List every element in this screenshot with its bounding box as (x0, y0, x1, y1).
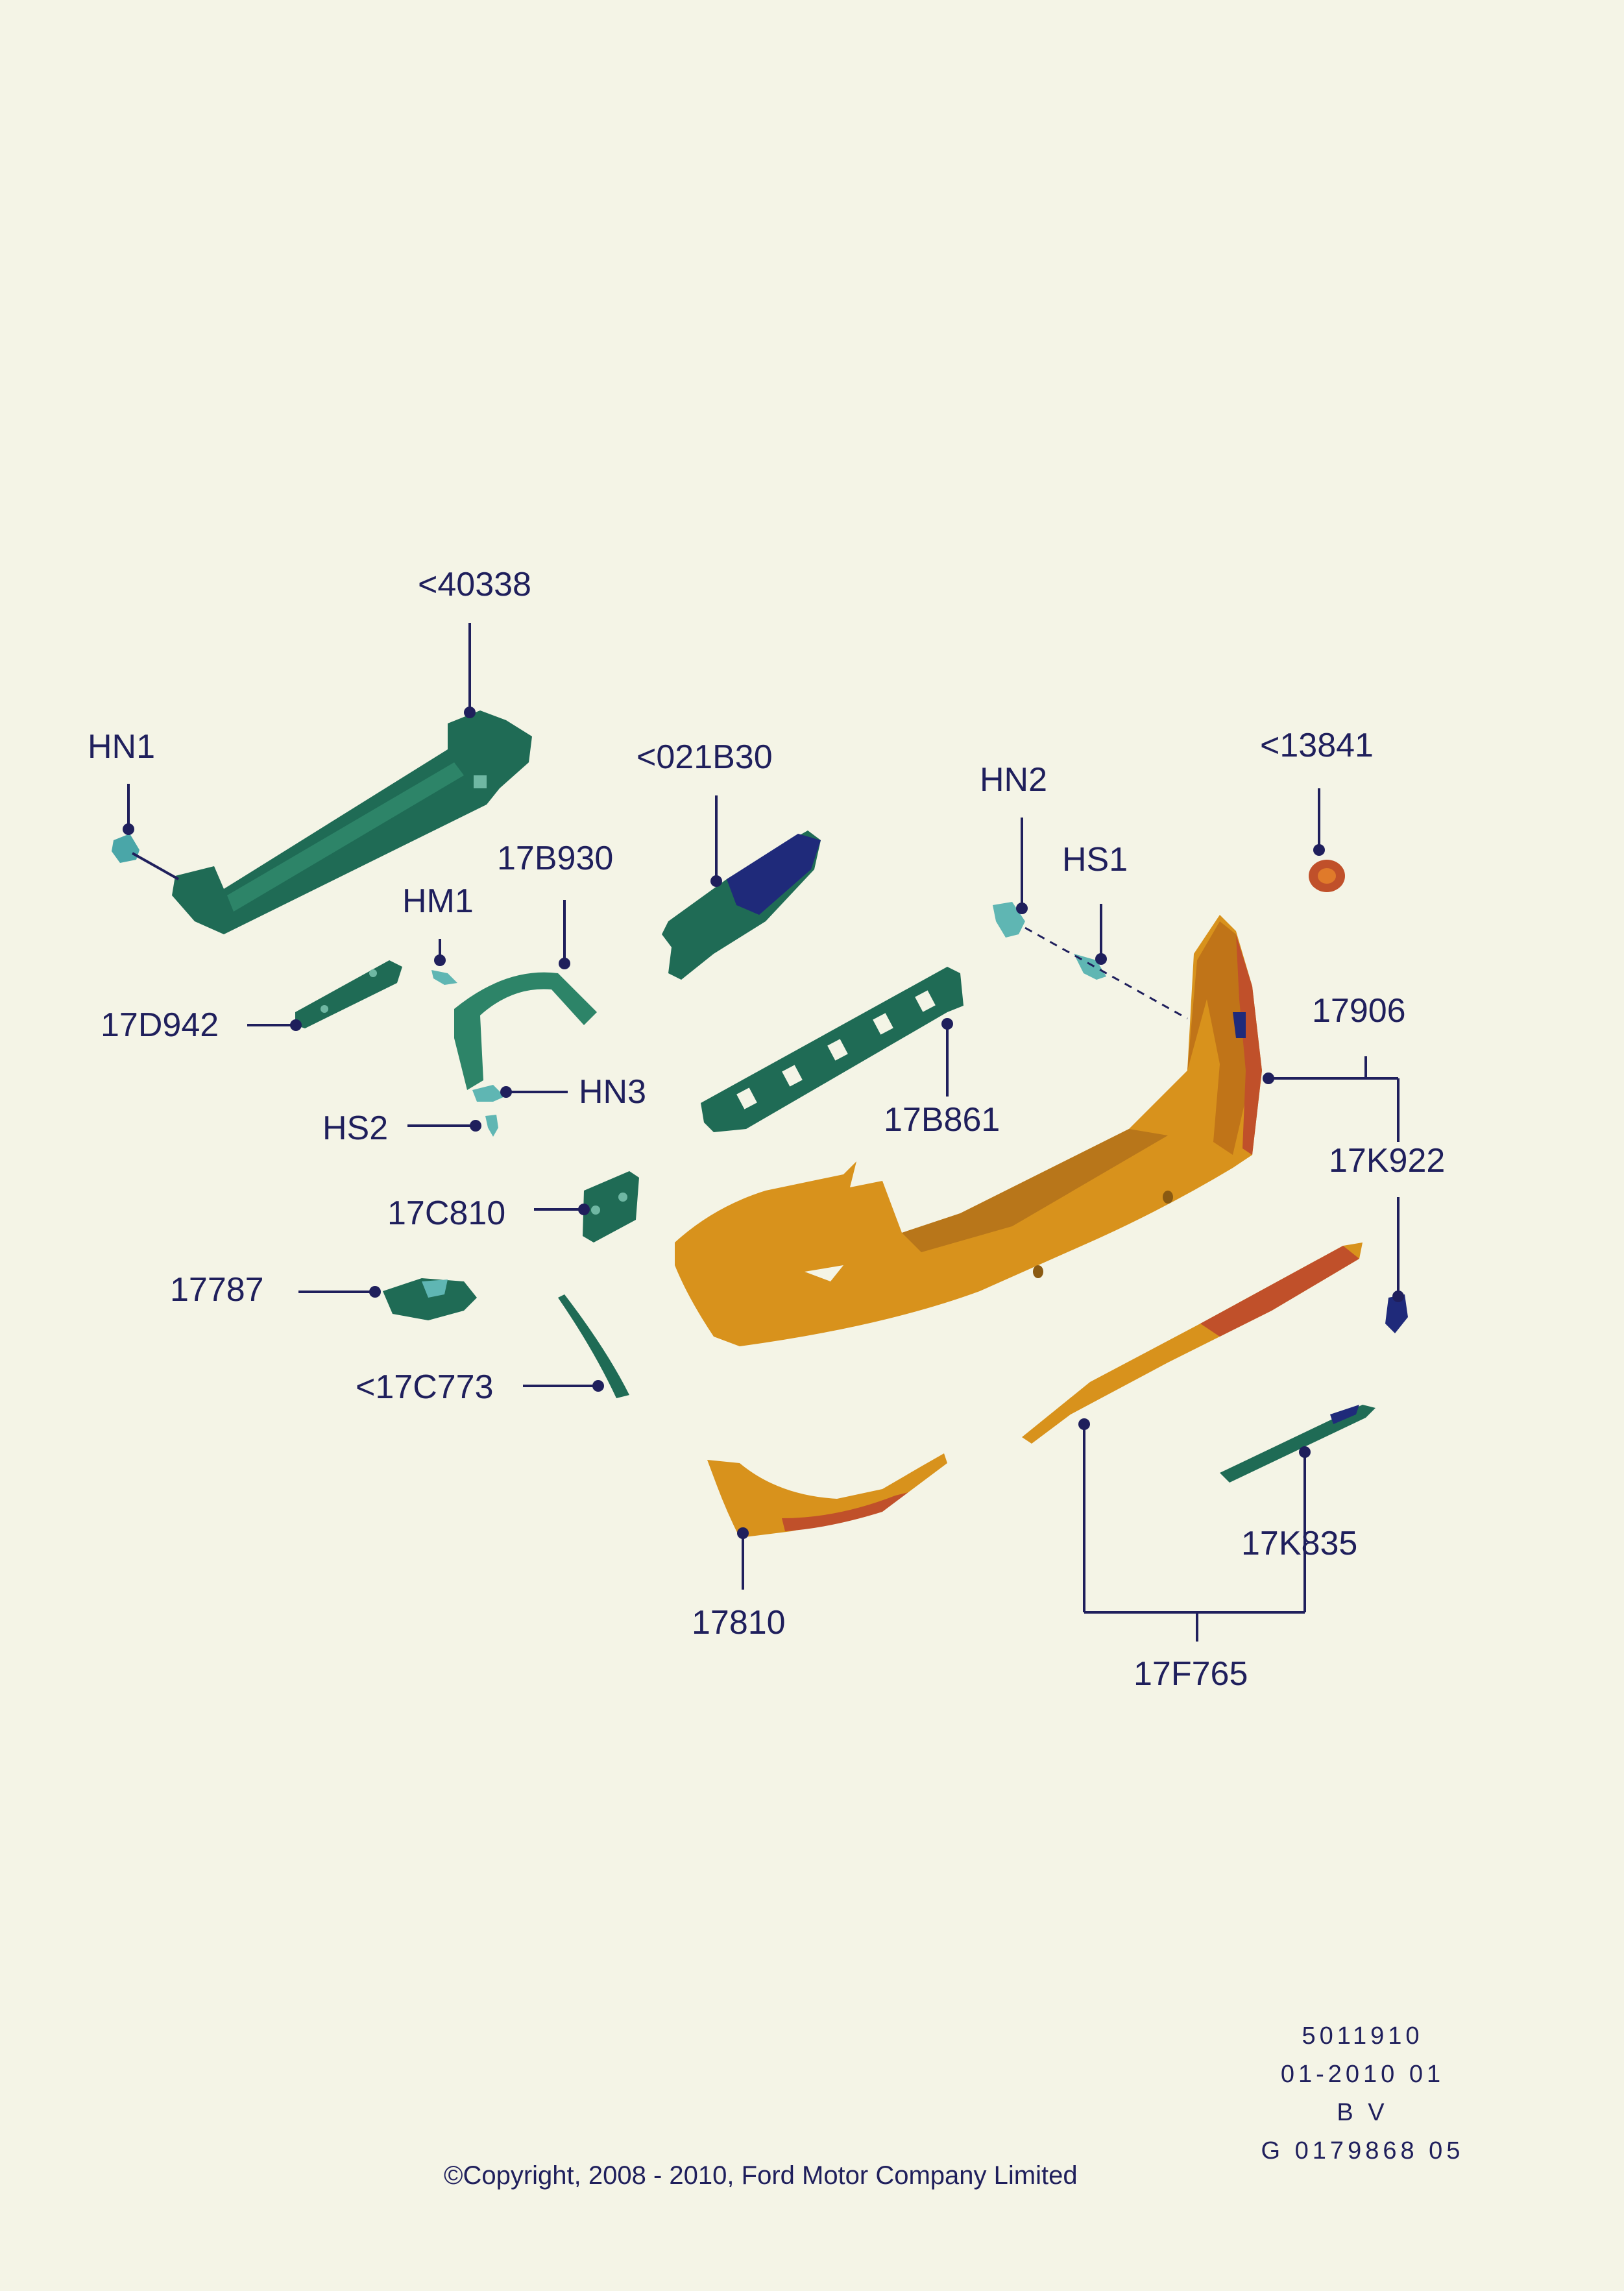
hn1-clip-part (112, 834, 139, 863)
label-40338: <40338 (418, 566, 531, 603)
side-reflector-part (1385, 1294, 1408, 1333)
label-hn3: HN3 (579, 1073, 647, 1111)
label-hn2: HN2 (980, 761, 1048, 799)
lower-strip-part (1220, 1405, 1376, 1483)
hs1-screw-part (1074, 954, 1106, 980)
label-hs2: HS2 (322, 1109, 389, 1147)
corner-bracket-part (383, 1278, 477, 1320)
label-17d942: 17D942 (101, 1006, 219, 1044)
reflector-disc-part (1309, 860, 1345, 892)
lower-valance-part (707, 1453, 947, 1538)
label-17c810: 17C810 (387, 1194, 506, 1232)
leader-lines (127, 623, 1400, 1642)
label-021b30: <021B30 (636, 738, 773, 776)
label-13841: <13841 (1260, 727, 1374, 764)
ref-line-3: B V (1337, 2099, 1388, 2126)
label-hs1: HS1 (1062, 841, 1128, 879)
ref-line-2: 01-2010 01 (1280, 2061, 1445, 2088)
reinforcement-beam-part (172, 710, 532, 934)
leader-dots (123, 707, 1404, 1539)
label-17b861: 17B861 (884, 1101, 1000, 1139)
mounting-plate-part (583, 1171, 639, 1242)
copyright-notice: ©Copyright, 2008 - 2010, Ford Motor Comp… (444, 2161, 1078, 2190)
side-bracket-part (295, 960, 402, 1028)
hm1-nut-part (431, 970, 457, 985)
bumper-cover-part (675, 915, 1262, 1346)
label-17b930: 17B930 (497, 840, 614, 877)
label-hn1: HN1 (88, 728, 156, 766)
label-17787: 17787 (170, 1271, 264, 1309)
trim-strip-part (558, 1294, 629, 1398)
label-17810: 17810 (692, 1604, 786, 1642)
ref-line-4: G 0179868 05 (1261, 2137, 1464, 2164)
energy-absorber-part (701, 967, 963, 1132)
label-hm1: HM1 (402, 882, 474, 920)
label-17k835: 17K835 (1241, 1525, 1358, 1562)
ref-line-1: 5011910 (1302, 2022, 1424, 2050)
label-17k922: 17K922 (1329, 1142, 1446, 1180)
bumper-bracket-part (662, 830, 821, 980)
hn3-clip-part (472, 1085, 505, 1102)
diffuser-part (1022, 1242, 1363, 1444)
label-17906: 17906 (1312, 992, 1406, 1030)
label-17f765: 17F765 (1133, 1655, 1248, 1693)
hs2-screw-part (485, 1115, 498, 1137)
arched-bracket-part (454, 972, 597, 1090)
label-17c773: <17C773 (356, 1368, 494, 1406)
